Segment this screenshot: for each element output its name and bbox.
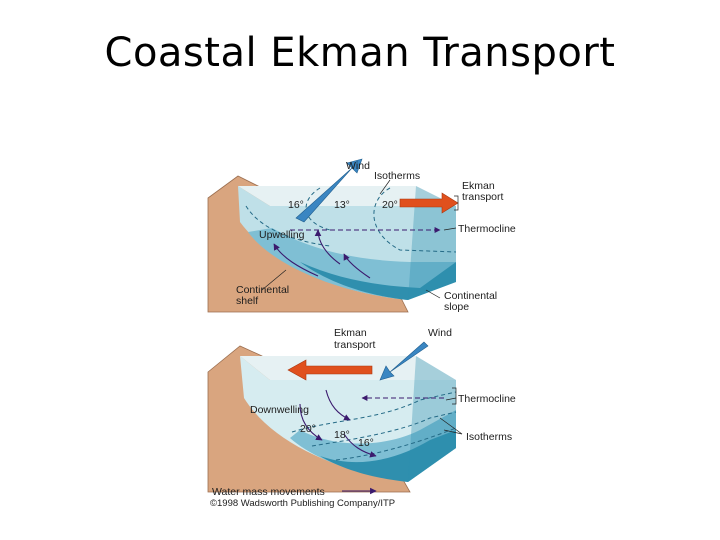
legend: Water mass movements <box>212 486 377 498</box>
top-ekman-label-1: Ekman <box>462 180 495 192</box>
downwelling-panel: Ekman transport Wind Thermocline Downwel… <box>207 327 516 493</box>
copyright-text: ©1998 Wadsworth Publishing Company/ITP <box>210 498 395 509</box>
top-thermocline-leader <box>443 227 457 231</box>
top-flow-arrow-1 <box>273 243 319 277</box>
top-flow-arrow-2 <box>314 229 341 265</box>
top-temp-a: 16° <box>288 199 304 211</box>
bottom-isotherms-leader-1 <box>439 417 463 435</box>
top-flow-arrow-3 <box>343 253 371 279</box>
bottom-water-side <box>408 356 456 482</box>
top-temp-b: 13° <box>334 199 350 211</box>
bottom-water-deep <box>320 430 456 482</box>
bottom-ekman-arrow <box>287 359 373 381</box>
slide-title: Coastal Ekman Transport <box>104 30 616 76</box>
bottom-wind-label: Wind <box>428 327 452 339</box>
bottom-isotherms-label: Isotherms <box>466 431 512 443</box>
top-isotherm-a <box>245 205 331 247</box>
top-isotherms-leader <box>379 179 391 195</box>
bottom-wind-arrow <box>379 341 429 381</box>
top-slope-label-1: Continental <box>444 290 497 302</box>
bottom-thermocline-label: Thermocline <box>458 393 516 405</box>
top-shelf-leader <box>261 269 287 291</box>
bottom-thermo-bracket <box>452 387 457 405</box>
top-isotherm-c <box>373 187 457 253</box>
top-water-deep <box>300 262 456 300</box>
top-thermocline-label: Thermocline <box>458 223 516 235</box>
bottom-isotherm-c <box>335 427 457 461</box>
bottom-isotherms-leader-2 <box>443 429 463 435</box>
top-shelf-label-2: shelf <box>236 295 258 307</box>
legend-label: Water mass movements <box>212 486 325 498</box>
bottom-ekman-label-1: Ekman <box>334 327 367 339</box>
top-slope-leader <box>425 289 441 299</box>
bottom-isotherm-b <box>311 411 457 447</box>
bottom-temp-a: 20° <box>300 423 316 435</box>
top-wind-arrow <box>295 158 363 223</box>
top-water-side <box>408 186 456 300</box>
top-slope-label-2: slope <box>444 301 469 313</box>
top-ekman-label-2: transport <box>462 191 504 203</box>
bottom-flow-arrow-3 <box>343 433 377 458</box>
top-isotherms-label: Isotherms <box>374 170 420 182</box>
bottom-isotherm-a <box>291 391 457 433</box>
top-shelf-label-1: Continental <box>236 284 289 296</box>
bottom-flow-arrow-2 <box>325 389 351 421</box>
top-isotherm-b <box>305 187 331 231</box>
bottom-downwelling-label: Downwelling <box>250 404 309 416</box>
top-wind-label: Wind <box>346 160 370 172</box>
upwelling-panel: Wind Isotherms Ekman transport Thermocli… <box>207 158 516 313</box>
bottom-ekman-label-2: transport <box>334 339 376 351</box>
bottom-temp-c: 16° <box>358 437 374 449</box>
top-temp-c: 20° <box>382 199 398 211</box>
top-ekman-bracket <box>454 195 459 211</box>
top-ekman-arrow <box>399 192 459 214</box>
bottom-temp-b: 18° <box>334 429 350 441</box>
bottom-flow-arrow-1 <box>299 403 323 441</box>
bottom-thermocline-leader <box>445 397 457 401</box>
top-upwelling-label: Upwelling <box>259 229 305 241</box>
